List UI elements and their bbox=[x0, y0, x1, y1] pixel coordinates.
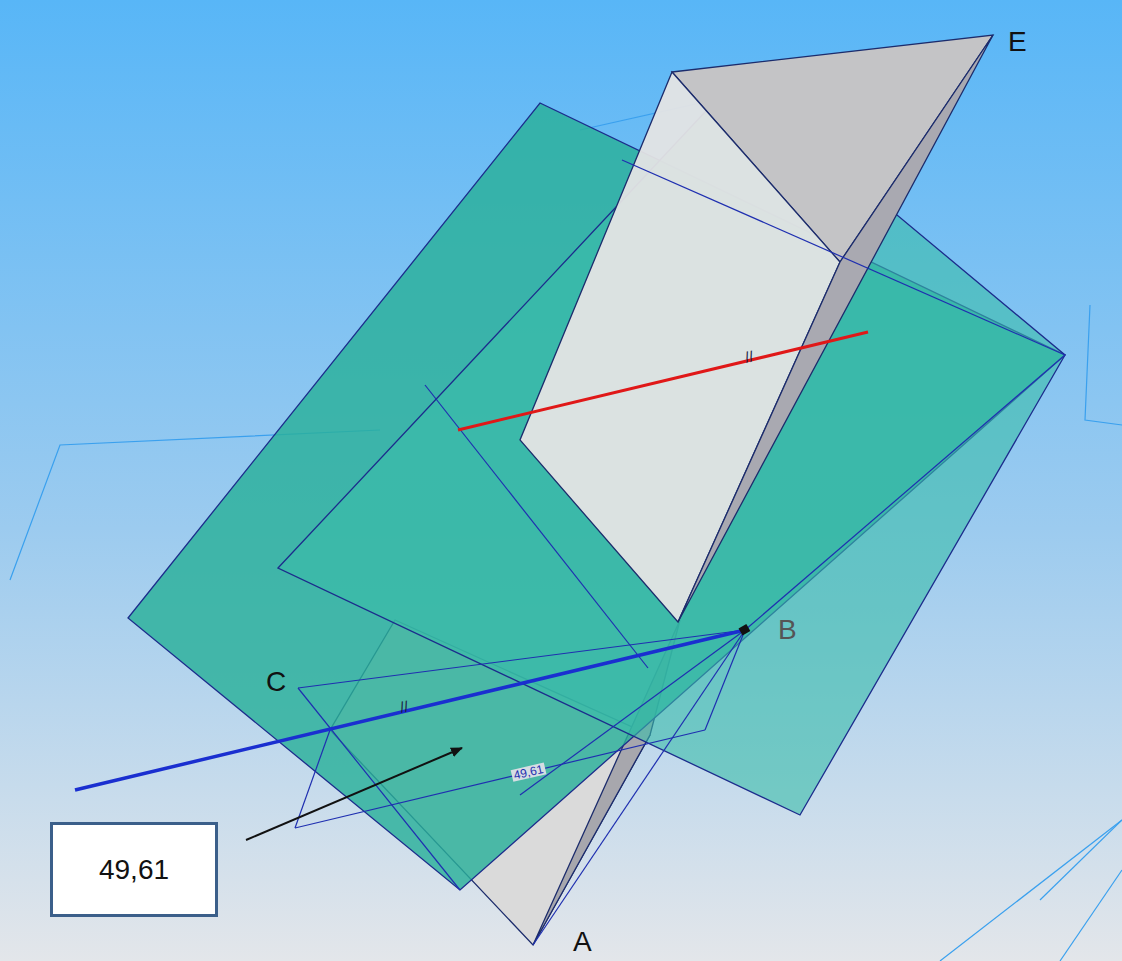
point-label: E bbox=[1008, 28, 1027, 56]
prism-face bbox=[678, 35, 993, 622]
construction-lines bbox=[295, 160, 1065, 945]
point-label: A bbox=[573, 928, 592, 956]
prism-face bbox=[520, 72, 840, 622]
point-marker bbox=[739, 624, 751, 635]
edge-line bbox=[458, 332, 868, 430]
point-label: C bbox=[266, 668, 286, 696]
callout-value: 49,61 bbox=[99, 854, 169, 886]
construction-planes bbox=[10, 40, 1122, 961]
point-label: B bbox=[778, 616, 797, 644]
edge-line bbox=[75, 630, 745, 790]
leader-line bbox=[246, 748, 462, 840]
callout-box: 49,61 bbox=[50, 822, 218, 917]
